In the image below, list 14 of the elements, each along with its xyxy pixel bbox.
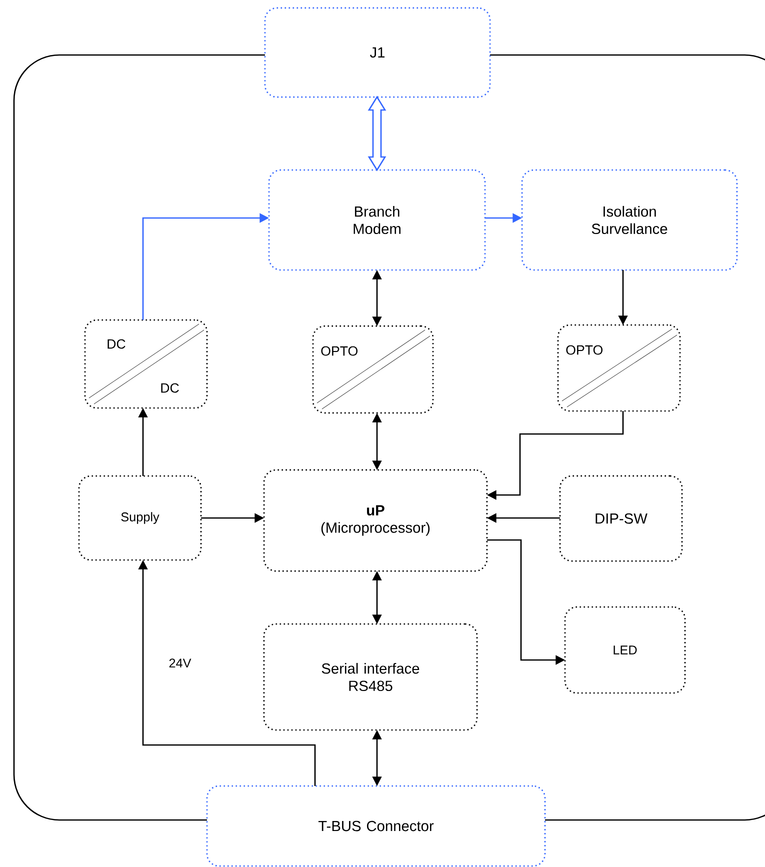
edge-label: 24V <box>167 657 193 669</box>
block-box: Serial interface RS485 <box>263 623 478 731</box>
block-box: DIP-SW <box>559 475 683 562</box>
block-box: uP (Microprocessor) <box>263 469 488 572</box>
node-label: T-BUS Connector <box>318 820 434 832</box>
block-box: LED <box>564 606 686 694</box>
optocoupler-box: OPTO <box>557 324 681 412</box>
block-box: J1 <box>264 7 491 98</box>
optocoupler-box: OPTO <box>312 325 434 414</box>
block-box: Isolation Survellance <box>521 169 738 271</box>
converter-box: DC DC <box>84 319 208 409</box>
block-box: T-BUS Connector <box>206 785 546 867</box>
block-box: Supply <box>78 475 202 561</box>
block-box: Branch Modem <box>268 169 486 271</box>
